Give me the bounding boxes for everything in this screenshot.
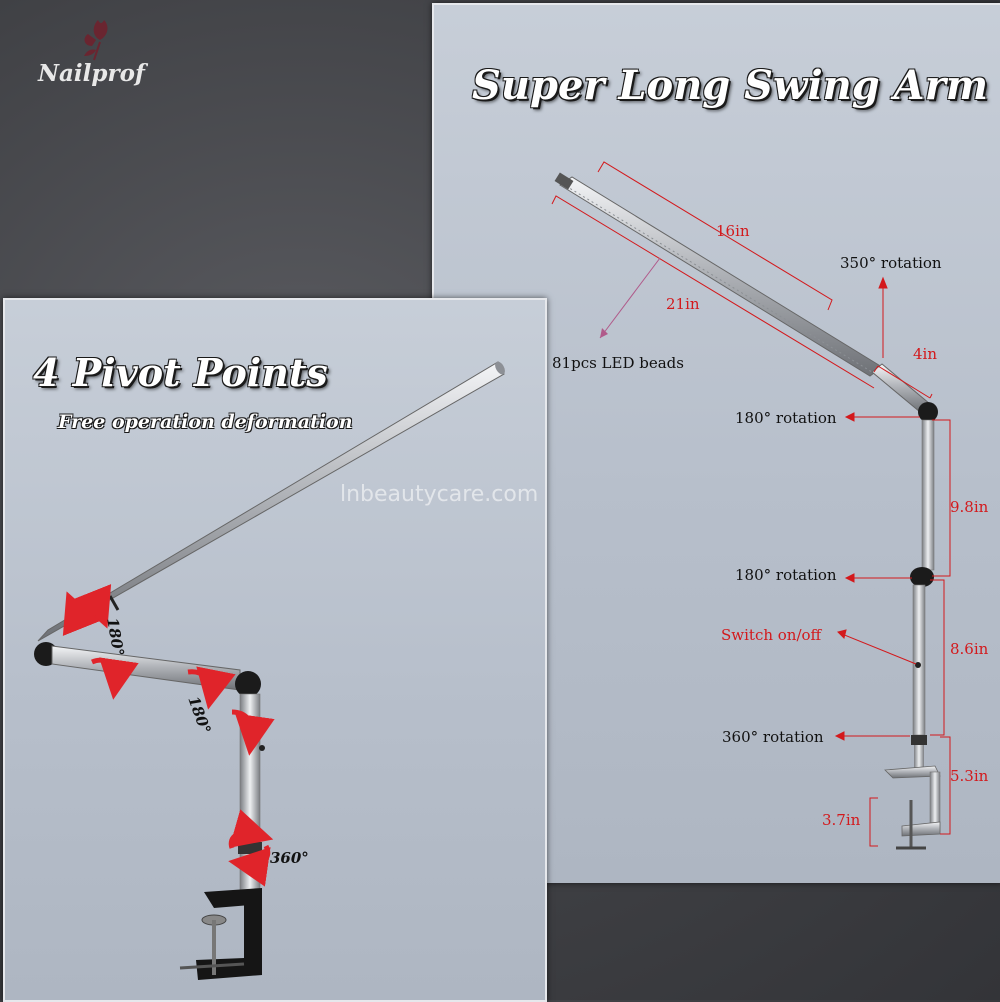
watermark: lnbeautycare.com	[340, 482, 539, 507]
upper-segment-label: 9.8in	[950, 498, 989, 516]
lower-segment-label: 8.6in	[950, 640, 989, 658]
head-end-cap	[554, 172, 574, 190]
arm-length-label: 21in	[666, 295, 700, 313]
left-clamp-body	[196, 900, 262, 980]
led-head-bar	[559, 176, 883, 377]
middle-joint-knob	[910, 567, 934, 587]
left-panel-subtitle: Free operation deformation	[58, 411, 353, 433]
led-beads-label: 81pcs LED beads	[552, 354, 684, 372]
left-lamp	[34, 361, 505, 980]
upper-rod	[921, 419, 935, 571]
brand-name: Nailprof	[38, 60, 145, 87]
left-joint-2-knob	[235, 671, 261, 697]
led-length-label: 16in	[716, 222, 750, 240]
switch-label: Switch on/off	[721, 626, 822, 644]
right-lamp	[554, 172, 941, 850]
head-segment-label: 4in	[913, 345, 938, 363]
clamp-opening-label: 3.7in	[822, 811, 861, 829]
rotation-upper-joint-label: 180° rotation	[735, 409, 837, 427]
upper-joint-knob	[918, 402, 938, 422]
switch-button	[915, 662, 921, 668]
dimension-lines	[551, 161, 951, 847]
base-collar	[911, 735, 927, 745]
rotation-top-label: 350° rotation	[840, 254, 942, 272]
base-rotation-degree-label: 360°	[270, 849, 309, 867]
clamp-bottom	[901, 821, 941, 837]
rotation-middle-joint-label: 180° rotation	[735, 566, 837, 584]
led-beads-pointer	[599, 257, 661, 339]
right-panel-title: Super Long Swing Arm	[472, 62, 989, 109]
rotation-arrows	[62, 583, 275, 887]
rotation-base-label: 360° rotation	[722, 728, 824, 746]
left-base-collar	[238, 842, 262, 854]
lower-rod	[912, 584, 926, 736]
base-height-label: 5.3in	[950, 767, 989, 785]
left-panel-title: 4 Pivot Points	[33, 350, 328, 395]
left-panel	[3, 298, 547, 1002]
